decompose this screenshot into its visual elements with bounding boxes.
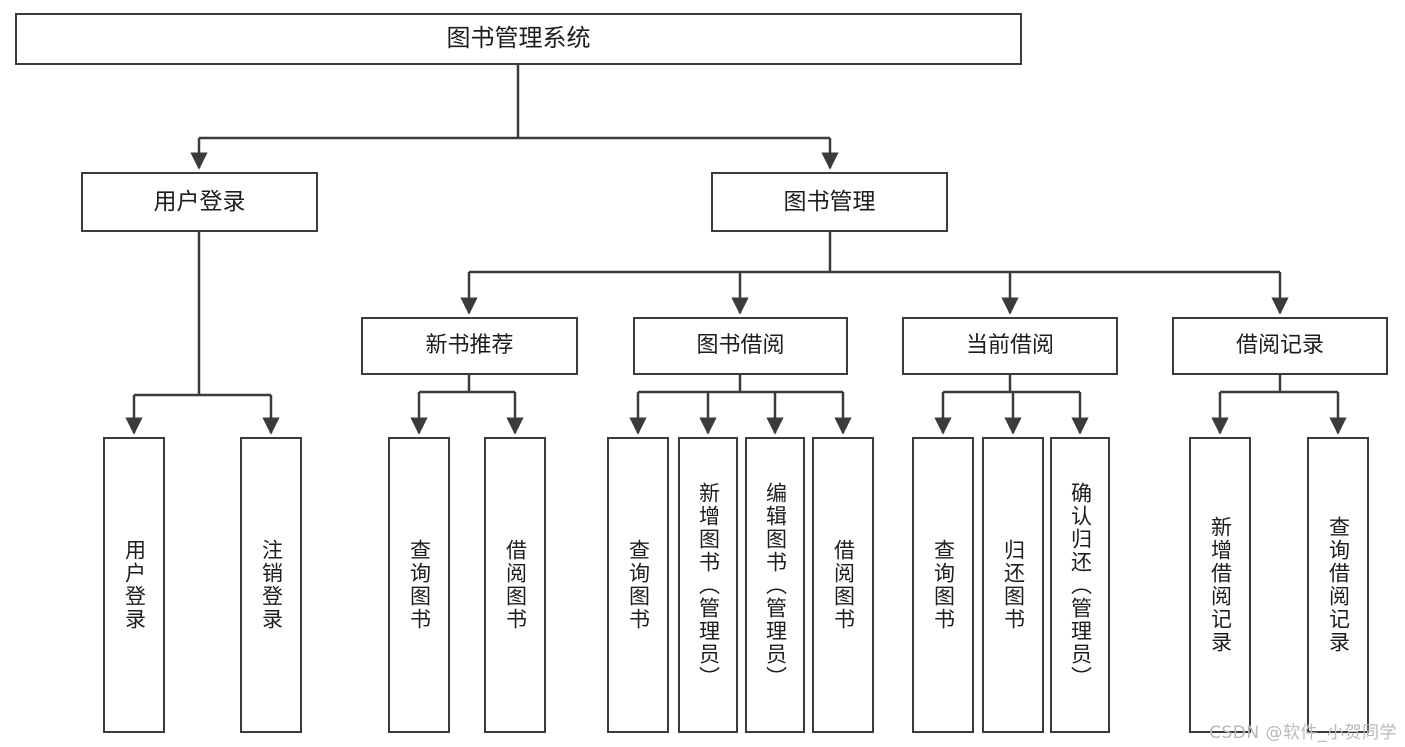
node-current-borrow[interactable]: 当前借阅 — [902, 317, 1118, 375]
leaf-label: 注销登录 — [259, 539, 284, 631]
node-new-book-recommend[interactable]: 新书推荐 — [361, 317, 578, 375]
node-leaf-user-login[interactable]: 用户登录 — [103, 437, 165, 733]
leaf-label: 借阅图书 — [831, 539, 856, 631]
leaf-label: 编辑图书（管理员） — [763, 481, 788, 689]
node-leaf-add-book[interactable]: 新增图书（管理员） — [678, 437, 738, 733]
node-book-manage[interactable]: 图书管理 — [711, 172, 948, 232]
node-leaf-query-book-3[interactable]: 查询图书 — [912, 437, 974, 733]
csdn-watermark: CSDN @软件_小贺同学 — [1209, 723, 1397, 743]
node-leaf-query-book-2[interactable]: 查询图书 — [607, 437, 669, 733]
leaf-label: 查询图书 — [931, 539, 956, 631]
node-leaf-return-book[interactable]: 归还图书 — [982, 437, 1044, 733]
node-leaf-edit-book[interactable]: 编辑图书（管理员） — [745, 437, 805, 733]
node-leaf-add-record[interactable]: 新增借阅记录 — [1189, 437, 1251, 733]
node-root[interactable]: 图书管理系统 — [15, 13, 1022, 65]
leaf-label: 确认归还（管理员） — [1068, 481, 1093, 689]
leaf-label: 新增借阅记录 — [1208, 516, 1233, 654]
leaf-label: 新增图书（管理员） — [696, 481, 721, 689]
leaf-label: 查询图书 — [407, 539, 432, 631]
leaf-label: 用户登录 — [122, 539, 147, 631]
node-book-borrow[interactable]: 图书借阅 — [633, 317, 848, 375]
node-borrow-record[interactable]: 借阅记录 — [1172, 317, 1388, 375]
node-leaf-confirm-return[interactable]: 确认归还（管理员） — [1050, 437, 1110, 733]
node-leaf-logout[interactable]: 注销登录 — [240, 437, 302, 733]
leaf-label: 查询借阅记录 — [1326, 516, 1351, 654]
leaf-label: 查询图书 — [626, 539, 651, 631]
node-user-login[interactable]: 用户登录 — [81, 172, 318, 232]
node-leaf-query-book-1[interactable]: 查询图书 — [388, 437, 450, 733]
leaf-label: 借阅图书 — [503, 539, 528, 631]
leaf-label: 归还图书 — [1001, 539, 1026, 631]
node-leaf-borrow-book-2[interactable]: 借阅图书 — [812, 437, 874, 733]
node-leaf-borrow-book-1[interactable]: 借阅图书 — [484, 437, 546, 733]
node-leaf-query-record[interactable]: 查询借阅记录 — [1307, 437, 1369, 733]
